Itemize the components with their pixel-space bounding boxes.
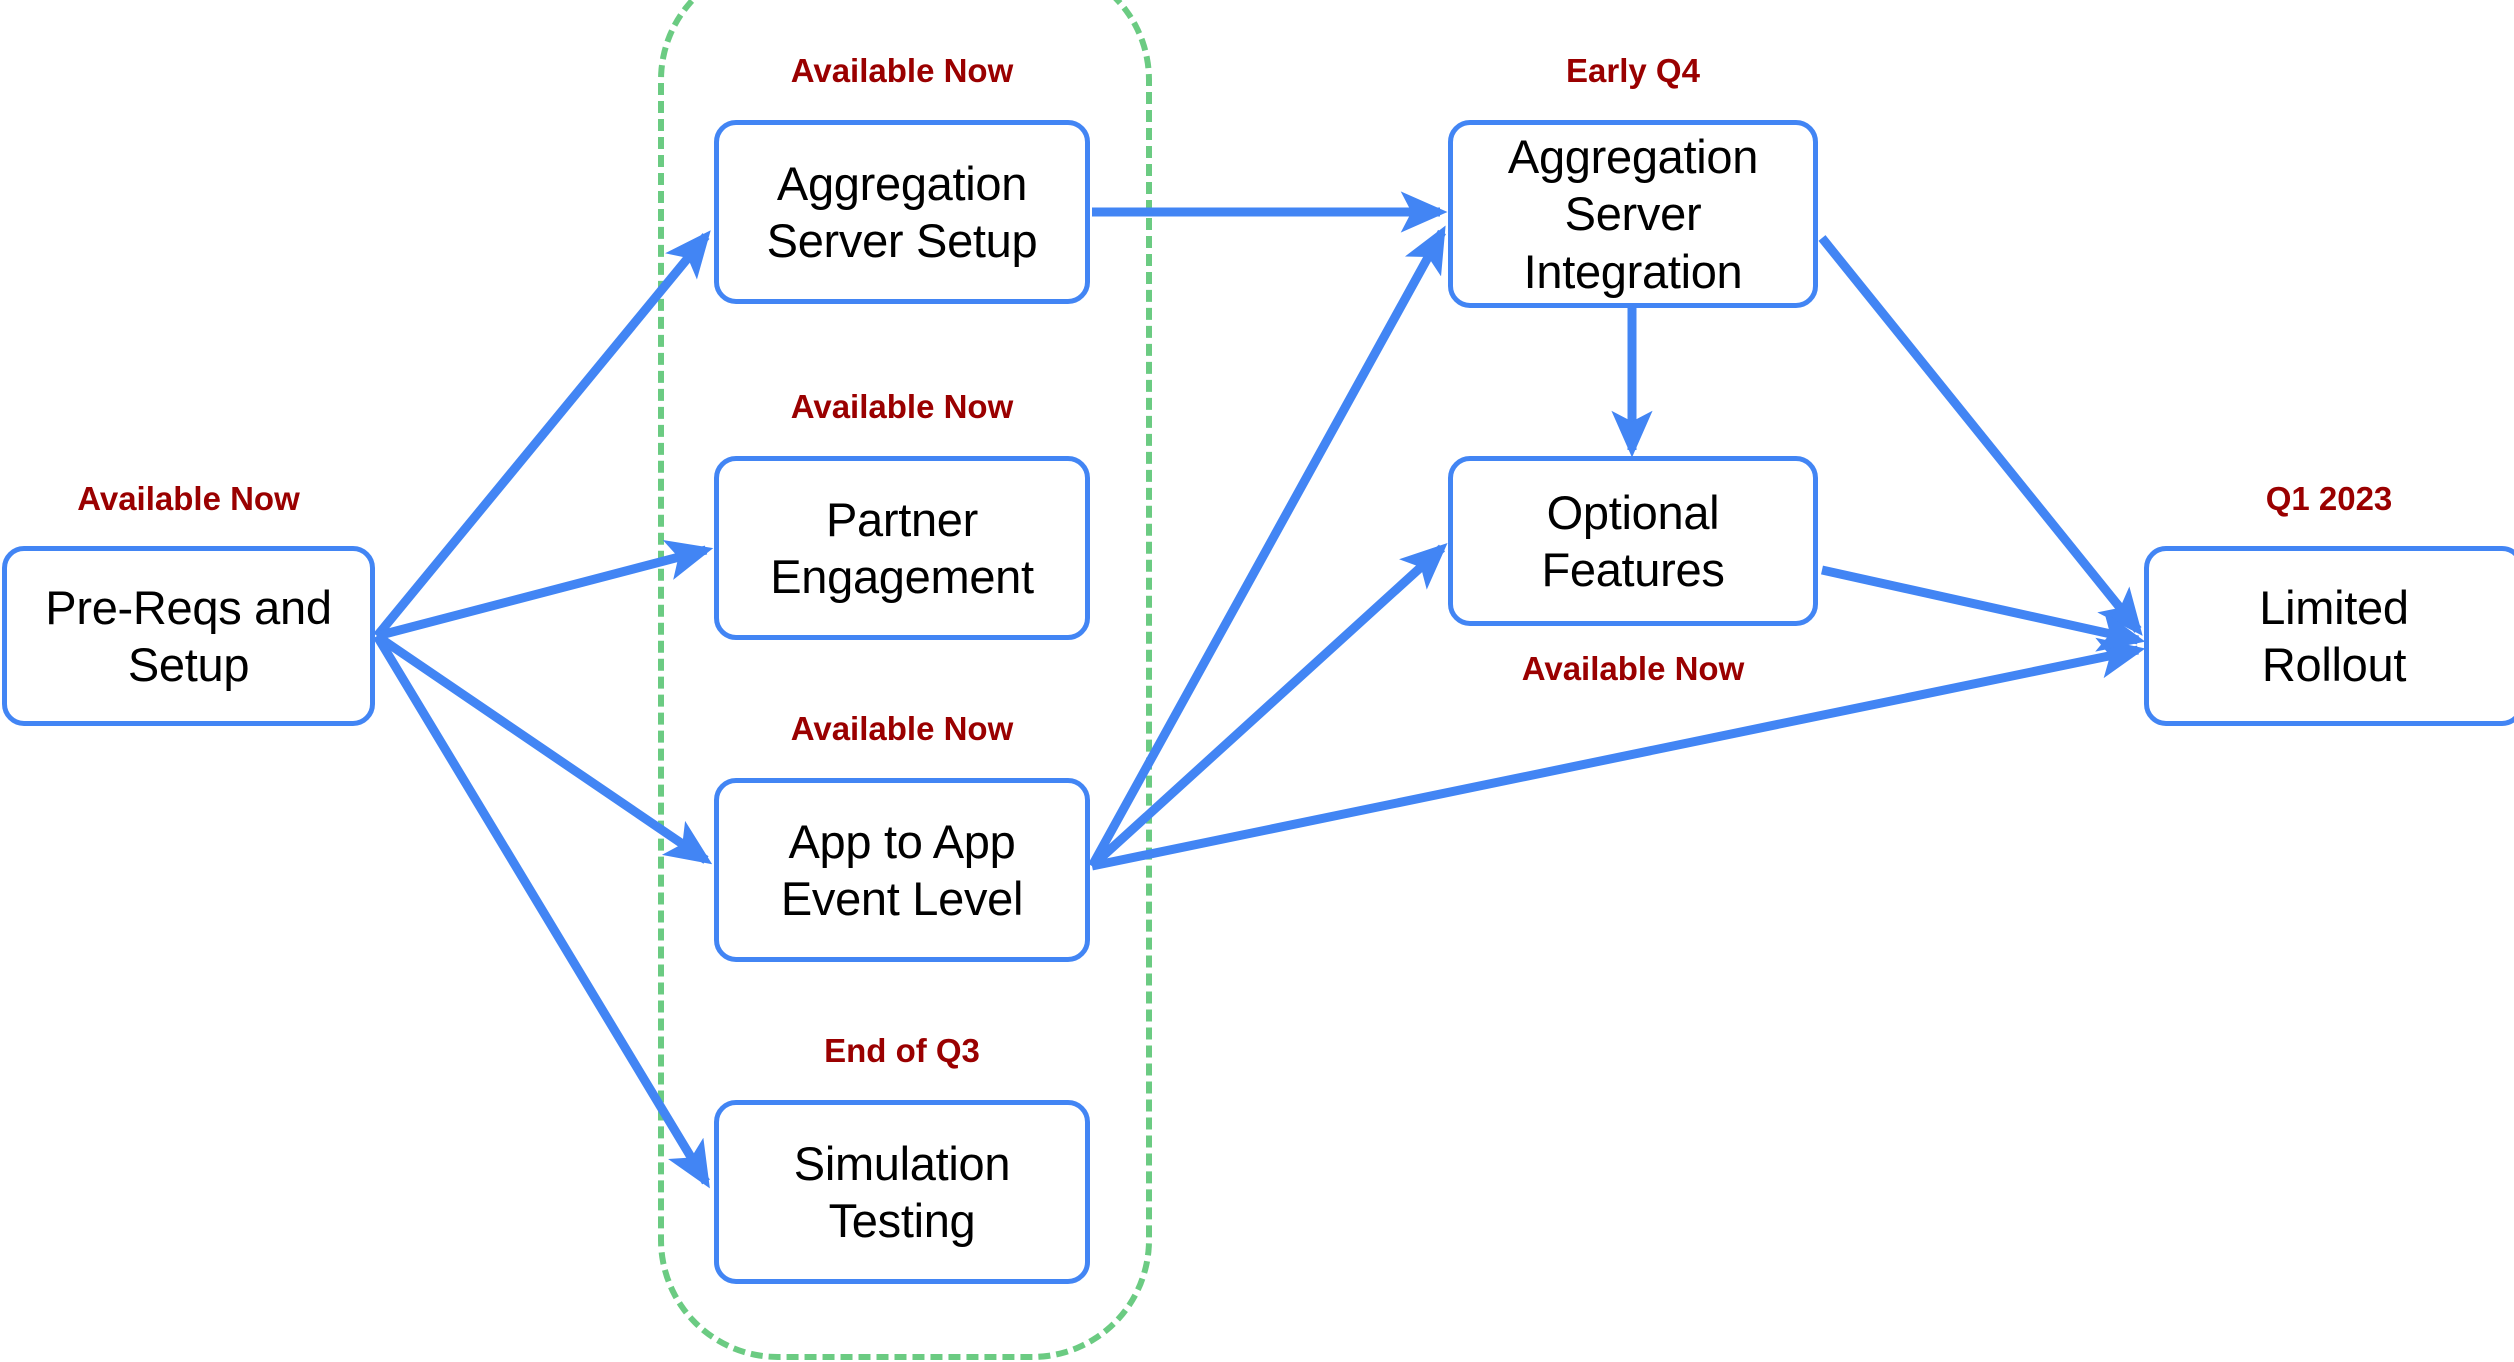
node-optional-features[interactable]: Optional Features: [1448, 456, 1818, 626]
edge-optional-features-to-limited-rollout: [1821, 565, 2146, 652]
node-label: Aggregation Server Integration: [1507, 130, 1759, 298]
timing-label-limited-rollout: Q1 2023: [2265, 480, 2393, 517]
node-simulation-testing[interactable]: Simulation Testing: [714, 1100, 1090, 1284]
node-partner-engagement[interactable]: Partner Engagement: [714, 456, 1090, 640]
timing-label-partner-engagement: Available Now: [790, 388, 1014, 425]
edge-prereqs-to-app-to-app: [374, 632, 713, 865]
node-limited-rollout[interactable]: Limited Rollout: [2144, 546, 2514, 726]
timing-label-app-to-app: Available Now: [790, 710, 1014, 747]
node-label: Partner Engagement: [770, 492, 1034, 603]
edge-prereqs-to-partner-engagement: [375, 540, 714, 641]
edge-prereqs-to-aggregation-setup: [373, 230, 711, 639]
node-label: Simulation Testing: [793, 1136, 1011, 1247]
node-aggregation-server-setup[interactable]: Aggregation Server Setup: [714, 120, 1090, 304]
edge-prereqs-to-simulation-testing: [373, 633, 710, 1189]
edge-integration-to-limited-rollout: [1818, 235, 2143, 636]
timing-label-optional-features: Available Now: [1521, 650, 1745, 687]
node-app-to-app-event-level[interactable]: App to App Event Level: [714, 778, 1090, 962]
timing-label-aggregation-integration: Early Q4: [1566, 52, 1700, 89]
node-label: Pre-Reqs and Setup: [45, 580, 332, 691]
timing-label-simulation-testing: End of Q3: [824, 1032, 980, 1069]
node-aggregation-server-integration[interactable]: Aggregation Server Integration: [1448, 120, 1818, 308]
node-label: Limited Rollout: [2259, 580, 2409, 691]
node-label: App to App Event Level: [780, 814, 1024, 925]
timing-label-pre-reqs: Available Now: [77, 480, 300, 517]
timing-label-aggregation-setup: Available Now: [790, 52, 1014, 89]
node-label: Aggregation Server Setup: [766, 156, 1038, 267]
node-pre-reqs-and-setup[interactable]: Pre-Reqs and Setup: [2, 546, 375, 726]
node-label: Optional Features: [1541, 485, 1725, 596]
